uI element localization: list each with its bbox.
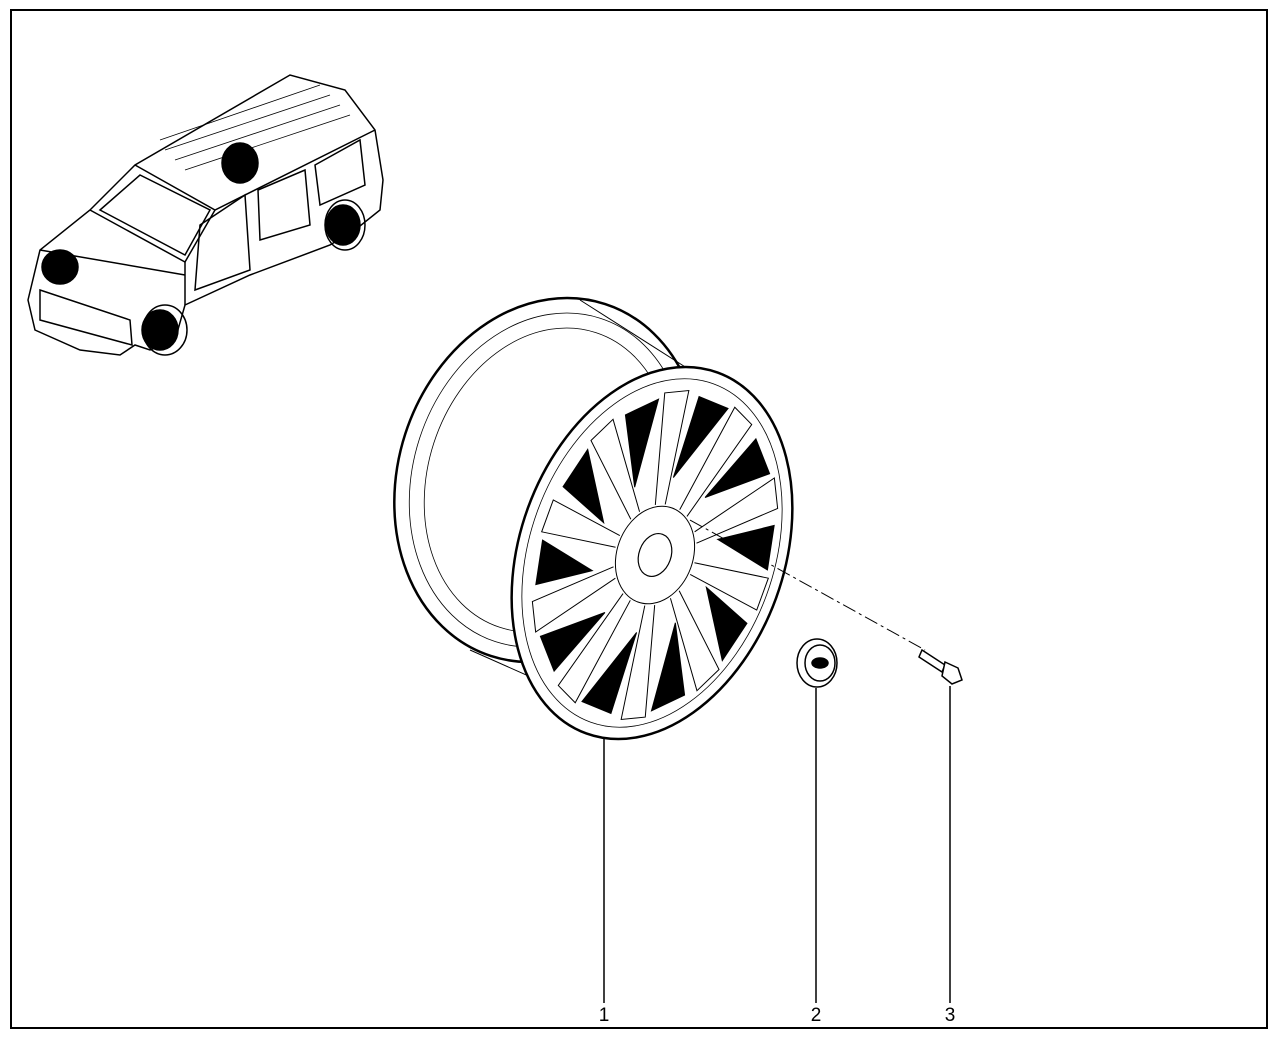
spoke	[620, 605, 656, 721]
wheel-bolt-illustration	[918, 648, 963, 685]
center-cap-illustration	[796, 638, 838, 688]
spoke	[557, 593, 631, 704]
spoke	[694, 477, 779, 544]
spoke-window	[704, 437, 771, 498]
callout-label-2: 2	[810, 1005, 822, 1026]
spoke-window	[535, 539, 594, 586]
spoke-window	[705, 585, 748, 662]
spoke-window	[624, 398, 660, 488]
spoke	[654, 389, 690, 505]
location-marker	[141, 309, 179, 351]
diagram-frame	[10, 9, 1268, 1029]
spoke-window	[672, 395, 729, 478]
spoke-window	[539, 612, 606, 673]
wheel-rim-illustration	[393, 296, 794, 741]
spoke-window	[650, 622, 686, 712]
vehicle-locator-illustration	[27, 74, 384, 356]
spoke	[669, 590, 720, 692]
location-marker	[41, 249, 79, 285]
spoke-window	[562, 448, 605, 525]
location-marker	[325, 204, 361, 246]
spoke	[531, 566, 616, 633]
spoke-window	[581, 632, 638, 715]
spoke	[689, 562, 769, 611]
location-marker	[221, 142, 259, 184]
spoke	[541, 499, 621, 548]
spoke	[679, 406, 753, 517]
callout-label-1: 1	[598, 1005, 610, 1026]
callout-label-3: 3	[944, 1005, 956, 1026]
bolt-axis-dashed-line	[689, 519, 926, 651]
spoke	[590, 418, 641, 520]
